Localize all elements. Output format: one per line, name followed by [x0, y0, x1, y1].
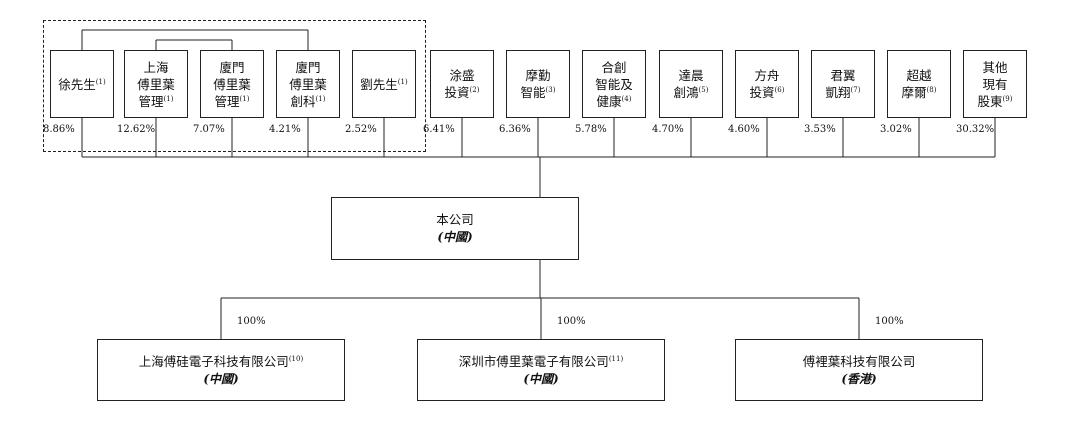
subsidiary-percentage: 100% — [875, 316, 904, 327]
shareholder-name: 君翼 凱翔(7) — [825, 68, 861, 100]
shareholder-percentage: 5.78% — [575, 124, 607, 135]
shareholder-note: (1) — [239, 94, 250, 103]
shareholder-box-others: 其他 現有 股東(9) — [963, 50, 1027, 118]
shareholder-note: (8) — [926, 85, 937, 94]
subsidiary-percentage: 100% — [557, 316, 586, 327]
shareholder-note: (1) — [163, 94, 174, 103]
shareholder-note: (7) — [850, 85, 861, 94]
subsidiary-jurisdiction: (中國) — [523, 371, 559, 386]
shareholder-box-chaoyue: 超越 摩爾(8) — [887, 50, 951, 118]
shareholder-note: (9) — [1002, 94, 1013, 103]
shareholder-percentage: 12.62% — [117, 124, 156, 135]
shareholder-name: 廈門 傅里葉 管理(1) — [213, 59, 251, 109]
company-box: 本公司 (中國) — [331, 197, 579, 260]
subsidiary-note: (10) — [288, 354, 304, 363]
shareholder-note: (3) — [545, 85, 556, 94]
shareholder-note: (6) — [774, 85, 785, 94]
shareholder-percentage: 6.36% — [499, 124, 531, 135]
shareholder-name: 上海 傅里葉 管理(1) — [137, 59, 175, 109]
subsidiary-name-text: 傅裡葉科技有限公司 — [802, 353, 916, 369]
shareholder-name: 達晨 創鴻(5) — [673, 68, 709, 100]
shareholder-name: 其他 現有 股東(9) — [977, 59, 1013, 109]
shareholder-note: (4) — [621, 94, 632, 103]
shareholder-box-xm-fuliye-chuangke: 廈門 傅里葉 創科(1) — [276, 50, 340, 118]
shareholder-name: 劉先生(1) — [360, 76, 408, 92]
subsidiary-box-sh-fugui: 上海傅硅電子科技有限公司(10)(中國) — [97, 339, 345, 401]
shareholder-percentage: 8.86% — [43, 124, 75, 135]
shareholder-note: (1) — [95, 77, 106, 86]
shareholder-percentage: 30.32% — [956, 124, 995, 135]
shareholder-box-xm-fuliye-mgmt: 廈門 傅里葉 管理(1) — [200, 50, 264, 118]
shareholder-name: 超越 摩爾(8) — [901, 68, 937, 100]
shareholder-note: (5) — [698, 85, 709, 94]
subsidiary-name: 上海傅硅電子科技有限公司(10) — [139, 353, 303, 371]
shareholder-note: (1) — [397, 77, 408, 86]
subsidiary-box-hk-fuliye: 傅裡葉科技有限公司 (香港) — [735, 339, 983, 401]
subsidiary-name-text: 深圳市傅里葉電子有限公司 — [458, 353, 609, 369]
subsidiary-name: 傅裡葉科技有限公司 — [803, 353, 916, 371]
shareholder-box-moqin: 摩勤 智能(3) — [506, 50, 570, 118]
subsidiary-name: 深圳市傅里葉電子有限公司(11) — [459, 353, 623, 371]
shareholder-percentage: 4.60% — [728, 124, 760, 135]
shareholder-name: 徐先生(1) — [58, 76, 106, 92]
subsidiary-note: (11) — [608, 354, 624, 363]
shareholder-percentage: 3.02% — [880, 124, 912, 135]
shareholder-percentage: 7.07% — [193, 124, 225, 135]
shareholder-box-sh-fuliye-mgmt: 上海 傅里葉 管理(1) — [124, 50, 188, 118]
shareholder-box-hechuang: 合創 智能及 健康(4) — [582, 50, 646, 118]
shareholder-box-fangzhou: 方舟 投資(6) — [735, 50, 799, 118]
subsidiary-percentage: 100% — [237, 316, 266, 327]
shareholder-name: 廈門 傅里葉 創科(1) — [289, 59, 327, 109]
shareholder-note: (1) — [315, 94, 326, 103]
shareholder-percentage: 6.41% — [423, 124, 455, 135]
shareholder-percentage: 2.52% — [345, 124, 377, 135]
subsidiary-jurisdiction: (香港) — [841, 371, 877, 386]
shareholder-name: 摩勤 智能(3) — [520, 68, 556, 100]
shareholder-box-liu: 劉先生(1) — [352, 50, 416, 118]
concert-group-dashed-box — [43, 20, 426, 152]
shareholder-box-tusheng: 涂盛 投資(2) — [430, 50, 494, 118]
shareholder-name: 涂盛 投資(2) — [444, 68, 480, 100]
subsidiary-name-text: 上海傅硅電子科技有限公司 — [138, 353, 289, 369]
shareholder-box-xu: 徐先生(1) — [50, 50, 114, 118]
shareholder-box-junyi: 君翼 凱翔(7) — [811, 50, 875, 118]
shareholder-percentage: 4.70% — [652, 124, 684, 135]
shareholder-name: 合創 智能及 健康(4) — [595, 59, 633, 109]
subsidiary-box-sz-fuliye: 深圳市傅里葉電子有限公司(11)(中國) — [417, 339, 665, 401]
shareholder-note: (2) — [469, 85, 480, 94]
shareholder-percentage: 3.53% — [804, 124, 836, 135]
company-name: 本公司 — [436, 212, 474, 227]
subsidiary-jurisdiction: (中國) — [203, 371, 239, 386]
company-jurisdiction: (中國) — [437, 230, 473, 244]
shareholder-name: 方舟 投資(6) — [749, 68, 785, 100]
shareholder-percentage: 4.21% — [269, 124, 301, 135]
shareholder-box-dachen: 達晨 創鴻(5) — [659, 50, 723, 118]
